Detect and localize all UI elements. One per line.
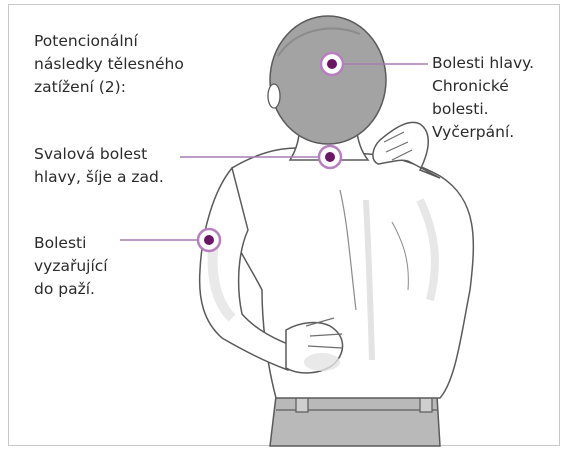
callout-arm-line: Bolesti: [34, 232, 108, 255]
callout-head-line: Vyčerpání.: [432, 121, 534, 144]
figure-title-line: Potencionální: [34, 30, 184, 53]
head: [270, 16, 386, 144]
figure-title: Potencionální následky tělesného zatížen…: [34, 30, 184, 99]
callout-neck-back-line: Svalová bolest: [34, 143, 164, 166]
callout-neck-back-line: hlavy, šíje a zad.: [34, 166, 164, 189]
marker-arm: [198, 229, 220, 251]
callout-arm-line: do paží.: [34, 278, 108, 301]
callout-head-line: Chronické: [432, 75, 534, 98]
callout-neck-back: Svalová bolest hlavy, šíje a zad.: [34, 143, 164, 189]
marker-head: [321, 53, 343, 75]
callout-head-line: Bolesti hlavy.: [432, 52, 534, 75]
callout-head: Bolesti hlavy. Chronické bolesti. Vyčerp…: [432, 52, 534, 144]
callout-arm-line: vyzařující: [34, 255, 108, 278]
figure-title-line: zatížení (2):: [34, 76, 184, 99]
figure-title-line: následky tělesného: [34, 53, 184, 76]
marker-neck: [319, 146, 341, 168]
callout-arm: Bolesti vyzařující do paží.: [34, 232, 108, 301]
callout-head-line: bolesti.: [432, 98, 534, 121]
